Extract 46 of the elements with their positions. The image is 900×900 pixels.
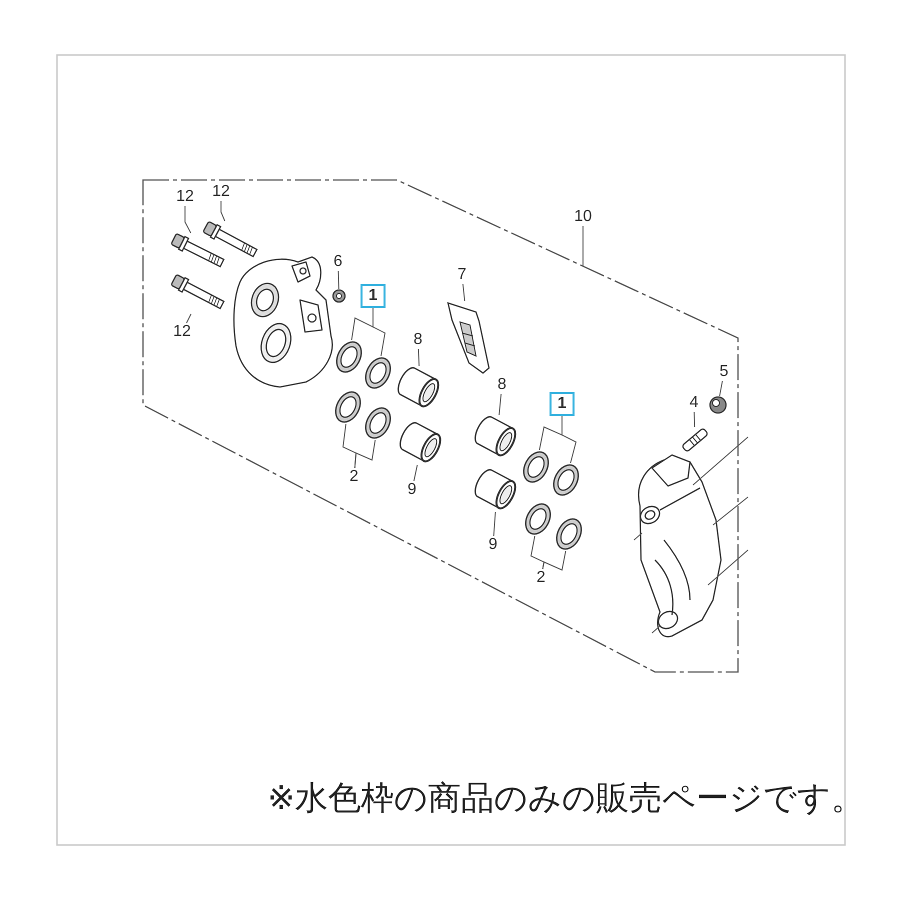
leader-line: [462, 284, 466, 302]
callout-number: 8: [498, 376, 506, 393]
callout-number: 7: [458, 266, 466, 283]
leader-line: [184, 206, 192, 234]
note-text: ※水色枠の商品のみの販売ページです。: [267, 778, 864, 818]
seal-ring-drawing: [554, 517, 584, 551]
leader-line: [719, 380, 723, 396]
leader-line: [498, 394, 502, 416]
seal-ring-drawing: [334, 340, 364, 374]
cap-drawing: [709, 396, 727, 414]
leader-line: [418, 348, 420, 366]
leader-line: [493, 512, 496, 536]
leader-line: [582, 226, 584, 266]
callout-number: 1: [558, 395, 566, 412]
leader-line: [220, 200, 226, 222]
callout-number: 5: [720, 363, 728, 380]
leader-line: [338, 270, 340, 290]
leader-line: [694, 412, 696, 428]
callout-number: 12: [176, 188, 194, 205]
leader-line: [542, 550, 566, 571]
callout-number: 2: [350, 468, 358, 485]
callout-number: 12: [173, 323, 191, 340]
callout-number: 10: [574, 208, 592, 225]
leader-line: [413, 464, 418, 482]
highlight-frame: [550, 392, 574, 416]
callout-number: 12: [212, 183, 230, 200]
callout-number: 8: [414, 331, 422, 348]
seal-ring-drawing: [363, 406, 393, 440]
nut-drawing: [332, 289, 346, 303]
callout-number: 6: [334, 253, 342, 270]
leader-line: [354, 440, 376, 468]
highlight-frame: [360, 284, 386, 308]
callout-number: 9: [408, 481, 416, 498]
seal-ring-drawing: [333, 390, 363, 424]
pad-spring-drawing: [446, 301, 491, 375]
callout-number: 9: [488, 536, 498, 553]
callout-number: 2: [536, 569, 546, 586]
seal-ring-drawing: [523, 502, 553, 536]
callout-number: 1: [368, 287, 378, 304]
seal-ring-drawing: [521, 450, 551, 484]
callout-number: 4: [690, 394, 698, 411]
leader-line: [562, 416, 577, 464]
leader-line: [372, 308, 386, 356]
seal-ring-drawing: [551, 463, 581, 497]
leader-line: [186, 314, 192, 324]
seal-ring-drawing: [363, 356, 393, 390]
